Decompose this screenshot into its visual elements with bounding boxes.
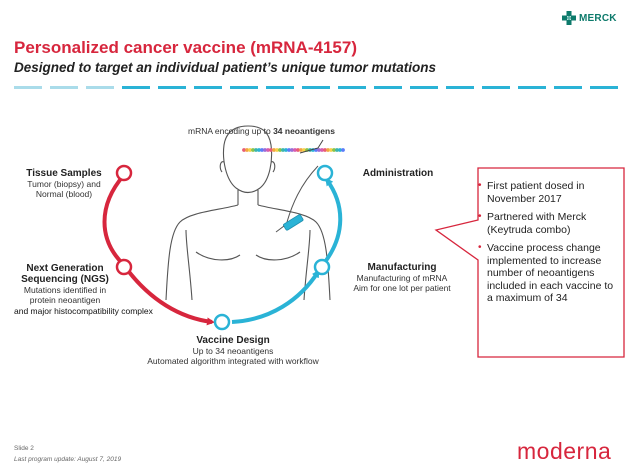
arrow-manufacturing-to-administration — [323, 177, 343, 264]
mrna-bead — [335, 148, 339, 152]
rule-dash — [50, 86, 78, 89]
step-line: Tumor (biopsy) and — [27, 179, 101, 189]
mrna-bead — [317, 148, 321, 152]
step-title: Manufacturing — [367, 262, 437, 273]
merck-logo: MERCK — [562, 6, 624, 30]
step-title: Tissue Samples — [26, 168, 102, 179]
step-line: Automated algorithm integrated with work… — [147, 356, 319, 366]
step-title: Administration — [362, 168, 434, 179]
node-manufacturing — [313, 258, 331, 276]
node-tissue-samples — [115, 164, 133, 182]
mrna-bead — [281, 148, 285, 152]
mrna-bead — [332, 148, 336, 152]
node-ngs — [115, 258, 133, 276]
mrna-bead — [269, 148, 273, 152]
rule-dash — [122, 86, 150, 89]
rule-dash — [410, 86, 438, 89]
node-vaccine-design — [213, 313, 231, 331]
arrow-tissue-to-ngs — [102, 173, 127, 268]
arrow-ngs-to-design — [124, 266, 215, 326]
callout-bullet: First patient dosed in November 2017 — [478, 180, 618, 205]
rule-dash — [14, 86, 42, 89]
ngs-extra-note: and major histocompatibility complex — [14, 306, 153, 316]
step-line: protein neoantigen — [29, 295, 101, 305]
moderna-logo: moderna — [517, 438, 612, 464]
mrna-strand — [242, 148, 345, 152]
rule-dash — [158, 86, 186, 89]
mrna-bead — [266, 148, 270, 152]
step-ngs: Next Generation Sequencing (NGS) Mutatio… — [4, 263, 126, 305]
mrna-bead — [323, 148, 327, 152]
rule-dash — [446, 86, 474, 89]
node-administration — [316, 164, 334, 182]
step-line: Aim for one lot per patient — [353, 283, 451, 293]
mrna-bead — [260, 148, 264, 152]
mrna-bead — [257, 148, 261, 152]
mrna-bead — [326, 148, 330, 152]
callout-bullet: Vaccine process change implemented to in… — [478, 242, 618, 305]
mrna-bead — [299, 148, 303, 152]
step-line: Normal (blood) — [35, 189, 93, 199]
rule-dash — [518, 86, 546, 89]
step-administration: Administration — [343, 168, 453, 179]
slide-title: Personalized cancer vaccine (mRNA-4157) — [14, 38, 357, 57]
mrna-bead — [254, 148, 258, 152]
rule-dash — [590, 86, 618, 89]
header-dashed-rule — [14, 86, 618, 89]
mrna-bead — [242, 148, 246, 152]
step-title: Next Generation — [26, 263, 104, 274]
rule-dash — [338, 86, 366, 89]
rule-dash — [302, 86, 330, 89]
patient-figure — [165, 125, 331, 301]
rule-dash — [266, 86, 294, 89]
mrna-bead — [278, 148, 282, 152]
merck-emblem-icon — [562, 11, 576, 25]
callout-bullet-list: First patient dosed in November 2017 Par… — [478, 180, 618, 311]
step-vaccine-design: Vaccine Design Up to 34 neoantigens Auto… — [128, 335, 338, 366]
step-line: Up to 34 neoantigens — [192, 346, 274, 356]
mrna-bead — [272, 148, 276, 152]
rule-dash — [482, 86, 510, 89]
slide-number: Slide 2 — [14, 445, 34, 452]
mrna-bead — [284, 148, 288, 152]
mrna-bead — [341, 148, 345, 152]
mrna-bead — [248, 148, 252, 152]
merck-logo-text: MERCK — [579, 12, 617, 24]
slide-subtitle: Designed to target an individual patient… — [14, 60, 437, 75]
callout-bullet: Partnered with Merck (Keytruda combo) — [478, 211, 618, 236]
mrna-label-prefix: mRNA encoding up to — [188, 126, 274, 136]
rule-dash — [374, 86, 402, 89]
mrna-bead — [251, 148, 255, 152]
step-line: Mutations identified in — [23, 285, 107, 295]
step-title: Vaccine Design — [196, 335, 270, 346]
mrna-bead — [263, 148, 267, 152]
mrna-bead — [329, 148, 333, 152]
step-tissue-samples: Tissue Samples Tumor (biopsy) and Normal… — [8, 168, 120, 199]
mrna-bead — [320, 148, 324, 152]
mrna-bead — [302, 148, 306, 152]
mrna-bead — [338, 148, 342, 152]
mrna-bracket — [299, 139, 324, 154]
mrna-bead — [287, 148, 291, 152]
step-manufacturing: Manufacturing Manufacturing of mRNA Aim … — [336, 262, 468, 293]
syringe-icon — [275, 165, 319, 233]
arrow-design-to-manufacturing — [231, 269, 320, 324]
rule-dash — [86, 86, 114, 89]
mrna-label: mRNA encoding up to 34 neoantigens — [188, 126, 335, 136]
last-update-note: Last program update: August 7, 2019 — [14, 456, 122, 463]
mrna-bead — [293, 148, 297, 152]
step-title: Sequencing (NGS) — [21, 274, 109, 285]
mrna-bead — [245, 148, 249, 152]
rule-dash — [554, 86, 582, 89]
rule-dash — [194, 86, 222, 89]
mrna-bead — [296, 148, 300, 152]
step-line: Manufacturing of mRNA — [356, 273, 448, 283]
rule-dash — [230, 86, 258, 89]
mrna-bead — [275, 148, 279, 152]
mrna-label-count: 34 neoantigens — [273, 126, 335, 136]
mrna-bead — [290, 148, 294, 152]
